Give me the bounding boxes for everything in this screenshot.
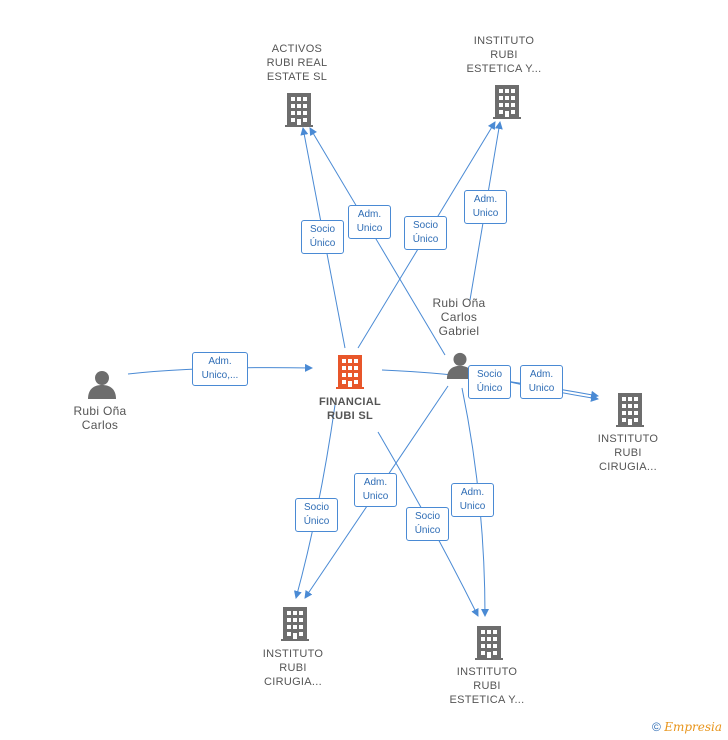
edge-label-e5[interactable]: Adm. Unico,...: [192, 352, 248, 386]
estetica-bottom-label-line3: ESTETICA Y...: [449, 694, 525, 706]
edge-label-e4-line2: Unico: [472, 208, 499, 219]
cirugia-right-label-line1: INSTITUTO: [597, 433, 659, 445]
estetica-top-label[interactable]: INSTITUTO RUBI ESTETICA Y...: [452, 34, 556, 76]
edge-label-e5-line2: Unico,...: [201, 370, 239, 381]
edge-label-e5-line1: Adm.: [208, 356, 232, 367]
edge-label-e8[interactable]: Socio Único: [295, 498, 338, 532]
carlos-person-icon[interactable]: [88, 371, 116, 399]
edge-label-e1[interactable]: Socio Único: [301, 220, 344, 254]
edge-label-e2-line1: Adm.: [357, 209, 382, 220]
cirugia-right-label-line3: CIRUGIA...: [598, 461, 657, 473]
edge-label-e6-line2: Único: [476, 383, 503, 394]
cirugia-right-building-icon[interactable]: [616, 393, 644, 427]
edge-label-e9-line1: Adm.: [363, 477, 388, 488]
edge-label-e8-line1: Socio: [303, 502, 329, 513]
activos-building-icon[interactable]: [285, 93, 313, 127]
footer-credit: © Empresia: [652, 720, 722, 734]
edge-label-e3-line2: Único: [412, 234, 439, 245]
carlos-gabriel-label-line1: Rubi Oña: [432, 296, 486, 310]
edge-label-e6[interactable]: Socio Único: [468, 365, 511, 399]
cirugia-right-label[interactable]: INSTITUTO RUBI CIRUGIA...: [578, 432, 678, 474]
cirugia-bottom-label-line2: RUBI: [279, 662, 307, 674]
edge-label-e6-line1: Socio: [476, 369, 502, 380]
edge-label-e10-line2: Único: [414, 525, 441, 536]
edge-label-e4[interactable]: Adm. Unico: [464, 190, 507, 224]
edge-label-e8-line2: Único: [303, 516, 330, 527]
edge-label-e4-line1: Adm.: [473, 194, 498, 205]
edge-label-e11-line2: Unico: [459, 501, 486, 512]
carlos-gabriel-label-line3: Gabriel: [438, 324, 480, 338]
edge-label-e3-line1: Socio: [412, 220, 438, 231]
estetica-bottom-label-line2: RUBI: [473, 680, 501, 692]
activos-label[interactable]: ACTIVOS RUBI REAL ESTATE SL: [247, 42, 347, 84]
estetica-bottom-label-line1: INSTITUTO: [456, 666, 518, 678]
financial-label[interactable]: FINANCIAL RUBI SL: [300, 395, 400, 423]
cirugia-bottom-label[interactable]: INSTITUTO RUBI CIRUGIA...: [243, 647, 343, 689]
empresia-logo[interactable]: Empresia: [664, 720, 722, 734]
edge-label-e9[interactable]: Adm. Unico: [354, 473, 397, 507]
estetica-top-label-line2: RUBI: [490, 49, 518, 61]
financial-label-line1: FINANCIAL: [319, 396, 381, 408]
edge-label-e7-line2: Unico: [528, 383, 555, 394]
financial-building-icon[interactable]: [336, 355, 364, 389]
edge-label-e1-line2: Único: [309, 238, 336, 249]
carlos-label[interactable]: Rubi Oña Carlos: [55, 404, 145, 432]
edge-label-e2[interactable]: Adm. Unico: [348, 205, 391, 239]
cirugia-bottom-label-line1: INSTITUTO: [262, 648, 324, 660]
cirugia-right-label-line2: RUBI: [614, 447, 642, 459]
edge-label-e3[interactable]: Socio Único: [404, 216, 447, 250]
estetica-top-label-line1: INSTITUTO: [473, 35, 535, 47]
estetica-bottom-building-icon[interactable]: [475, 626, 503, 660]
financial-label-line2: RUBI SL: [326, 410, 374, 422]
edge-label-e11[interactable]: Adm. Unico: [451, 483, 494, 517]
carlos-label-line2: Carlos: [81, 418, 119, 432]
edge-label-e7-line1: Adm.: [529, 369, 554, 380]
edge-label-e2-line2: Unico: [356, 223, 383, 234]
edge-label-e1-line1: Socio: [309, 224, 335, 235]
edge-gabriel-activos: [309, 127, 446, 356]
cirugia-bottom-label-line3: CIRUGIA...: [263, 676, 322, 688]
cirugia-bottom-building-icon[interactable]: [281, 607, 309, 641]
activos-label-line2: RUBI REAL: [266, 57, 328, 69]
edge-label-e7[interactable]: Adm. Unico: [520, 365, 563, 399]
edge-label-e9-line2: Unico: [362, 491, 389, 502]
estetica-bottom-label[interactable]: INSTITUTO RUBI ESTETICA Y...: [434, 665, 540, 707]
edge-label-e10[interactable]: Socio Único: [406, 507, 449, 541]
activos-label-line3: ESTATE SL: [266, 71, 328, 83]
carlos-label-line1: Rubi Oña: [73, 404, 127, 418]
activos-label-line1: ACTIVOS: [271, 43, 323, 55]
carlos-gabriel-label[interactable]: Rubi Oña Carlos Gabriel: [414, 296, 504, 338]
copyright-symbol: ©: [652, 720, 661, 734]
edge-label-e10-line1: Socio: [414, 511, 440, 522]
estetica-top-label-line3: ESTETICA Y...: [466, 63, 542, 75]
estetica-top-building-icon[interactable]: [493, 85, 521, 119]
carlos-gabriel-label-line2: Carlos: [440, 310, 478, 324]
edge-label-e11-line1: Adm.: [460, 487, 485, 498]
